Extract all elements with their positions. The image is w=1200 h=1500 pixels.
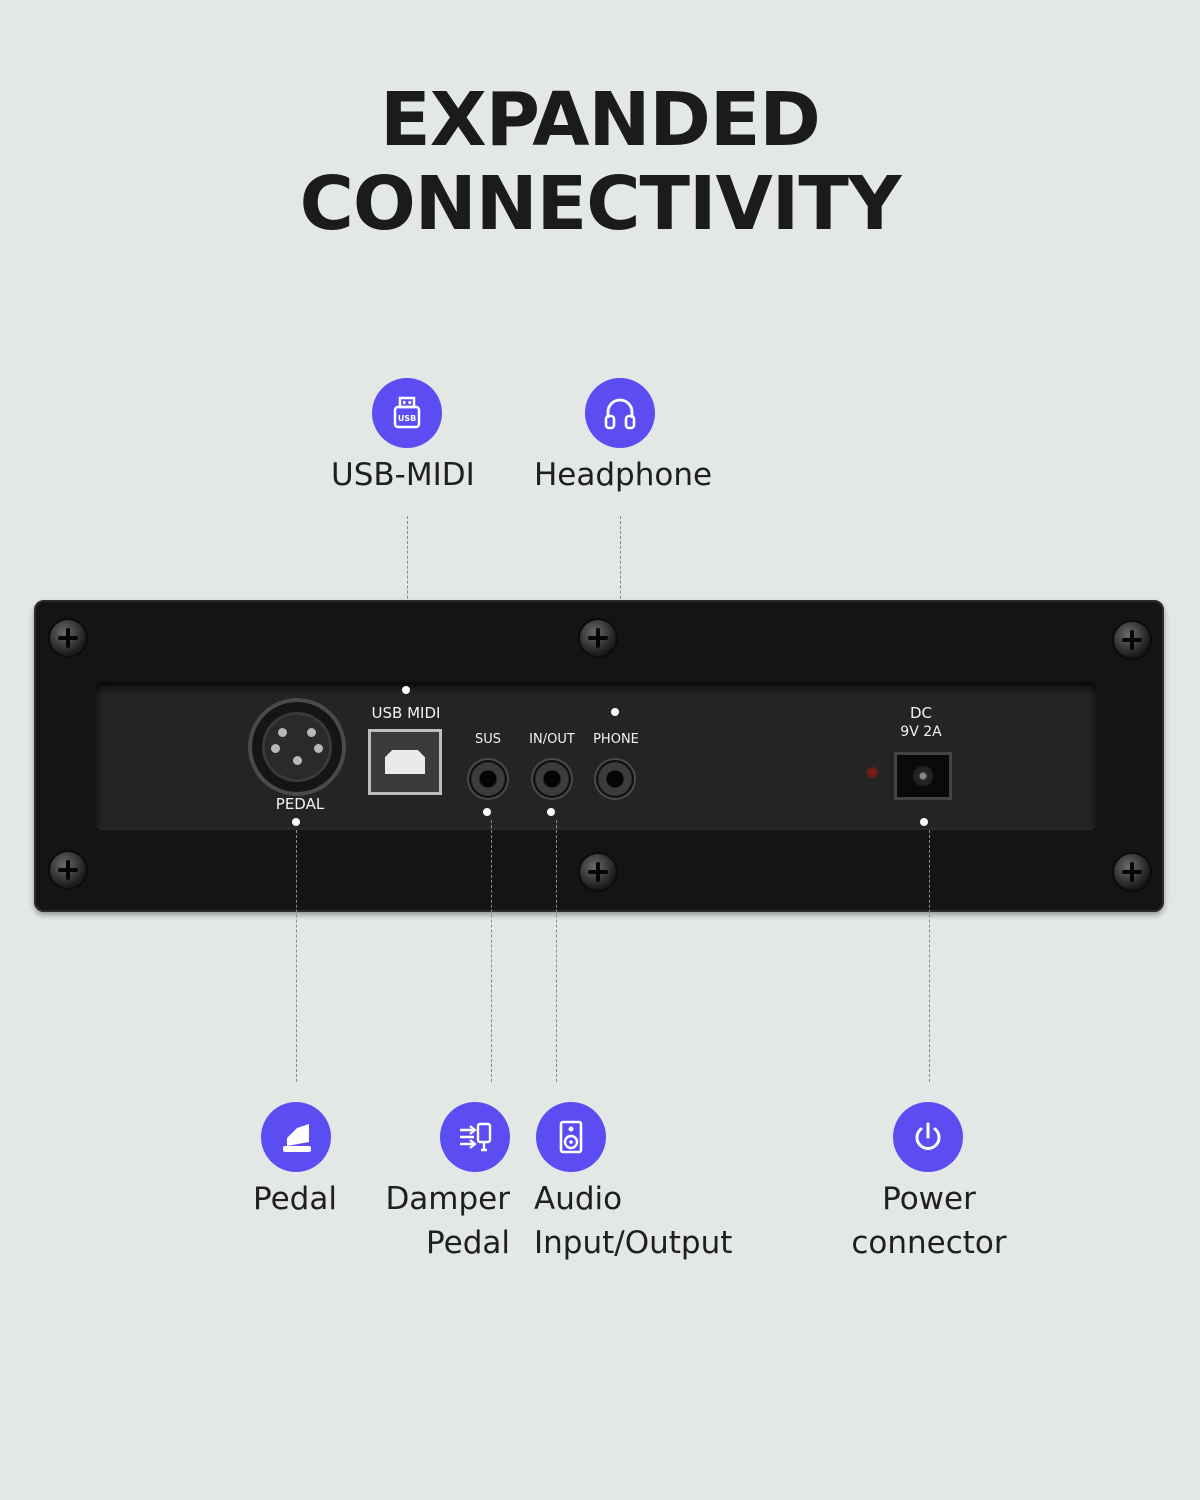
screw-icon: [1114, 854, 1150, 890]
pedal-din-port: [248, 698, 346, 796]
title-line-2: CONNECTIVITY: [299, 161, 902, 247]
power-leader-line: [929, 830, 930, 1082]
callout-power-label: Power connector: [838, 1177, 1020, 1265]
usb-midi-marker-dot: [402, 686, 410, 694]
panel-dc-label: DC: [909, 704, 933, 722]
phone-marker-dot: [611, 708, 619, 716]
callout-audio-line-1: Audio: [534, 1181, 623, 1217]
connector-panel: PEDAL USB MIDI SUS IN/OUT PHONE DC 9V 2A: [34, 600, 1164, 912]
damper-leader-line: [491, 820, 492, 1082]
sus-jack: [469, 760, 507, 798]
usb-b-port: [368, 729, 442, 795]
dc-power-port: [894, 752, 952, 800]
pedal-leader-line: [296, 830, 297, 1082]
page-title: EXPANDED CONNECTIVITY: [0, 78, 1200, 246]
svg-text:USB: USB: [398, 414, 416, 423]
speaker-icon: [536, 1102, 606, 1172]
power-icon: [893, 1102, 963, 1172]
callout-power-line-2: connector: [851, 1225, 1007, 1261]
in-out-jack: [533, 760, 571, 798]
screw-icon: [580, 854, 616, 890]
callout-pedal-line-1: Pedal: [253, 1181, 337, 1217]
dc-marker-dot: [920, 818, 928, 826]
callout-damper-line-2: Pedal: [426, 1225, 510, 1261]
callout-audio-label: Audio Input/Output: [534, 1177, 732, 1265]
screw-icon: [1114, 622, 1150, 658]
panel-in-out-label: IN/OUT: [529, 732, 575, 747]
title-line-1: EXPANDED: [380, 77, 821, 163]
callout-usb-midi-label: USB-MIDI: [331, 457, 475, 493]
callout-audio-line-2: Input/Output: [534, 1225, 733, 1261]
phone-jack: [596, 760, 634, 798]
pedal-icon: [261, 1102, 331, 1172]
port-recess: PEDAL USB MIDI SUS IN/OUT PHONE DC 9V 2A: [96, 682, 1096, 830]
damper-pedal-icon: [440, 1102, 510, 1172]
headphone-icon: [585, 378, 655, 448]
callout-damper-line-1: Damper: [385, 1181, 510, 1217]
callout-power-line-1: Power: [882, 1181, 976, 1217]
power-led: [868, 768, 877, 777]
panel-sus-label: SUS: [474, 732, 502, 747]
panel-phone-label: PHONE: [593, 732, 639, 747]
screw-icon: [50, 852, 86, 888]
panel-dc-rating-label: 9V 2A: [900, 724, 942, 740]
screw-icon: [580, 620, 616, 656]
pedal-marker-dot: [292, 818, 300, 826]
panel-pedal-label: PEDAL: [275, 795, 325, 813]
screw-icon: [50, 620, 86, 656]
callout-headphone-label: Headphone: [534, 457, 713, 493]
in-out-marker-dot: [547, 808, 555, 816]
callout-damper-pedal-label: Damper Pedal: [384, 1177, 510, 1265]
audio-leader-line: [556, 820, 557, 1082]
sus-marker-dot: [483, 808, 491, 816]
panel-usb-midi-label: USB MIDI: [371, 704, 441, 722]
callout-pedal-label: Pedal: [253, 1177, 337, 1221]
usb-icon: USB: [372, 378, 442, 448]
